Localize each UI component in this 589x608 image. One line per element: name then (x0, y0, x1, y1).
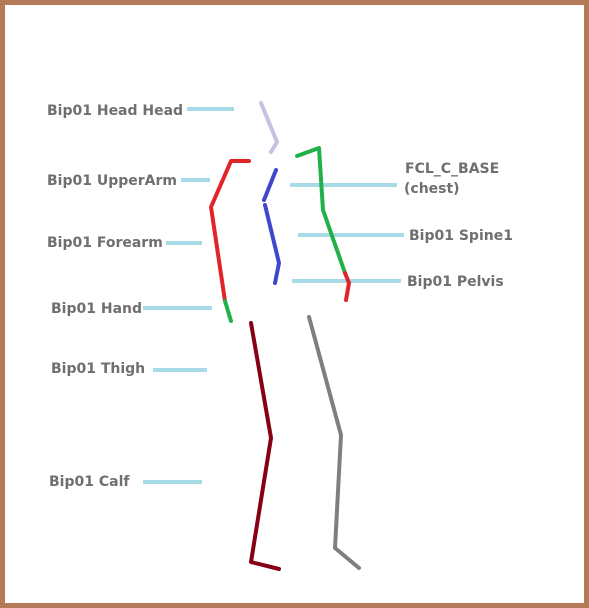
label-pelvis: Bip01 Pelvis (407, 274, 504, 290)
label-thigh: Bip01 Thigh (51, 361, 145, 377)
bones (209, 101, 361, 571)
label-calf: Bip01 Calf (49, 474, 130, 490)
labels: Bip01 Head Head Bip01 UpperArm Bip01 For… (47, 103, 513, 490)
front-leg-bone (249, 321, 281, 571)
back-leg-bone (307, 315, 361, 570)
spine-lower-bone (263, 203, 281, 285)
pelvis-bone (343, 271, 351, 302)
label-hand: Bip01 Hand (51, 301, 142, 317)
label-chest-line1: FCL_C_BASE (405, 161, 499, 177)
hand-bone (223, 299, 233, 323)
label-upperarm: Bip01 UpperArm (47, 173, 177, 189)
label-head: Bip01 Head Head (47, 103, 183, 119)
head-bone (259, 101, 279, 154)
label-chest-line2: (chest) (404, 181, 460, 197)
upperarm-forearm-bone (209, 159, 251, 303)
chest-bone (295, 146, 347, 275)
label-spine1: Bip01 Spine1 (409, 228, 513, 244)
spine-upper-bone (262, 168, 278, 202)
leader-lines (143, 107, 404, 484)
label-forearm: Bip01 Forearm (47, 235, 163, 251)
